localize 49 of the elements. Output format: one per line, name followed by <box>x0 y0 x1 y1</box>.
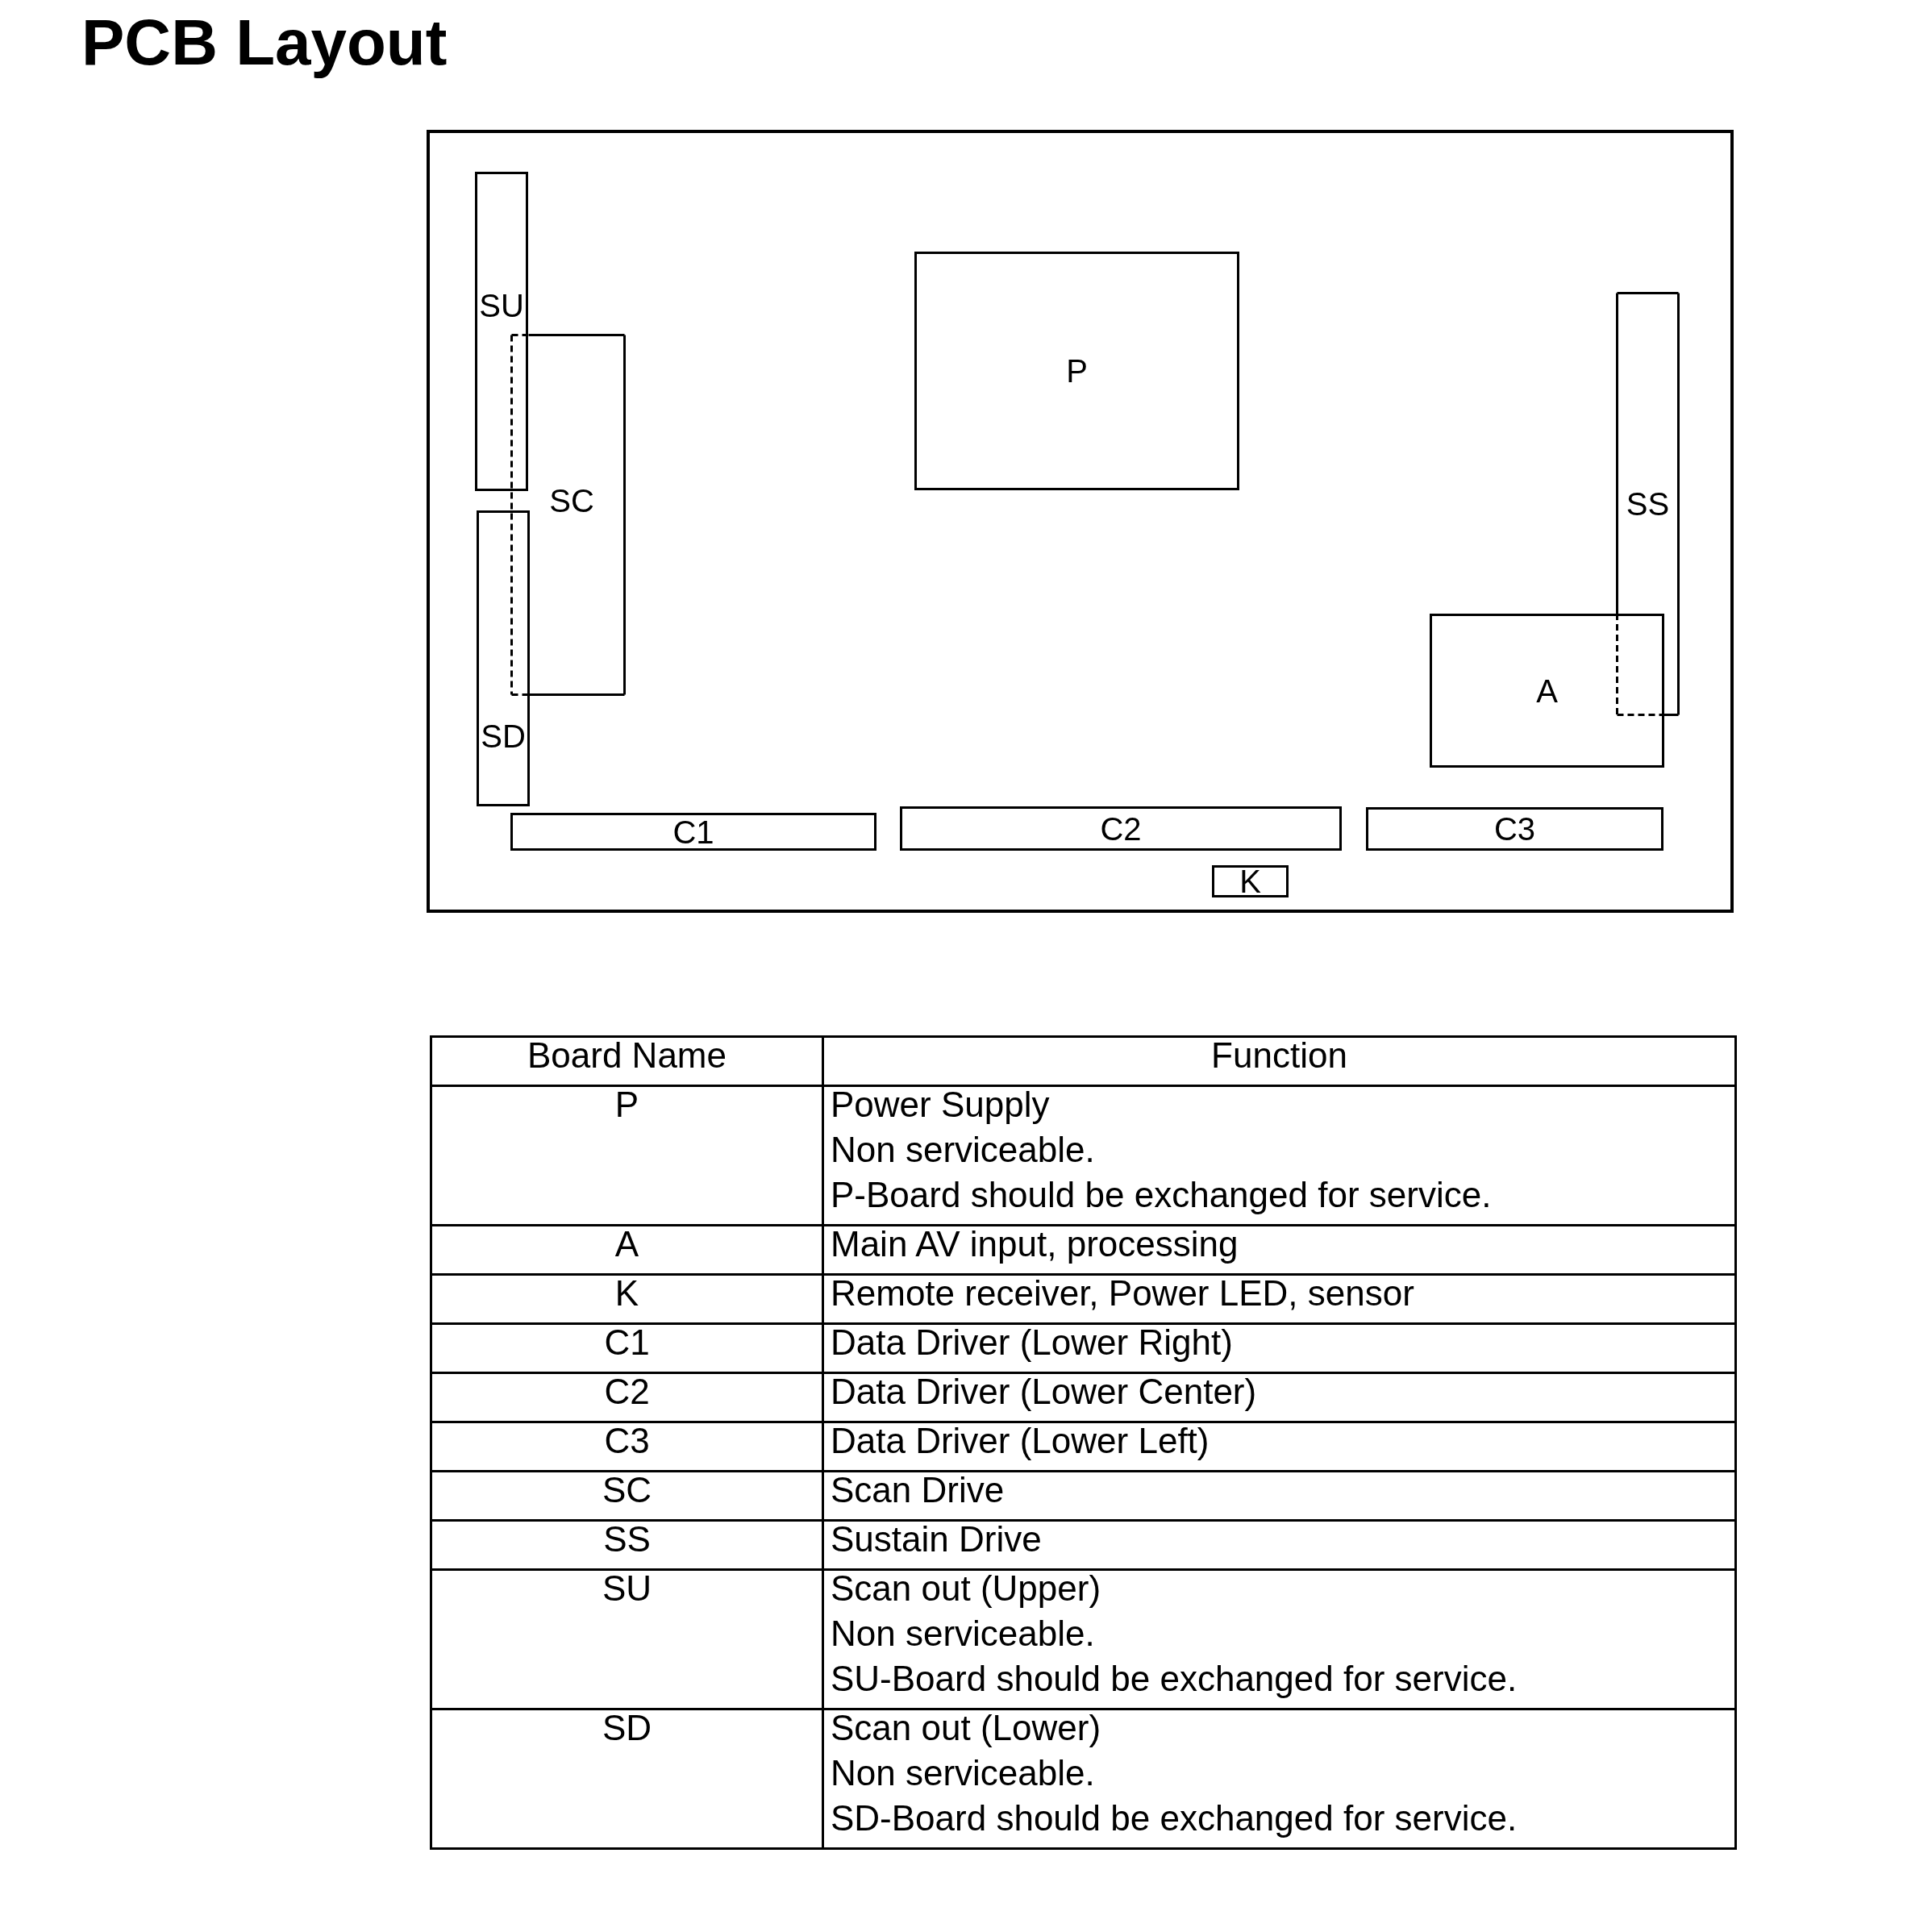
board-code: SC <box>602 1470 652 1510</box>
board-label: C3 <box>1493 816 1536 842</box>
board-label: SD <box>481 723 526 749</box>
board-code: K <box>614 1273 639 1313</box>
function-text: Scan out (Lower) <box>831 1707 1101 1749</box>
board-label: P <box>1066 358 1088 384</box>
board-code: SD <box>602 1708 652 1747</box>
board-label: C1 <box>672 818 714 845</box>
circuit-board <box>475 172 528 491</box>
board-code: SS <box>603 1519 651 1559</box>
board-label: K <box>1239 868 1261 894</box>
circuit-board <box>900 806 1342 851</box>
function-text: Remote receiver, Power LED, sensor <box>831 1272 1414 1314</box>
board-code: P <box>614 1085 639 1124</box>
circuit-board <box>1430 614 1664 768</box>
function-text: Data Driver (Lower Right) <box>831 1322 1233 1364</box>
panel-frame <box>427 130 1734 913</box>
function-text: Scan out (Upper) <box>831 1568 1101 1609</box>
function-text: P-Board should be exchanged for service. <box>831 1174 1492 1216</box>
function-text: Power Supply <box>831 1084 1050 1126</box>
circuit-board <box>1366 807 1663 851</box>
board-code: C2 <box>604 1372 650 1411</box>
board-code: C1 <box>604 1322 650 1362</box>
function-text: Scan Drive <box>831 1469 1005 1511</box>
column-header: Board Name <box>527 1035 727 1075</box>
function-text: Non serviceable. <box>831 1752 1095 1794</box>
function-text: Non serviceable. <box>831 1613 1095 1655</box>
function-text: Main AV input, processing <box>831 1223 1239 1265</box>
column-header: Function <box>1211 1035 1347 1076</box>
circuit-board <box>477 510 530 806</box>
circuit-board <box>1212 865 1289 897</box>
board-label: A <box>1536 677 1558 704</box>
board-label: SC <box>549 488 594 514</box>
board-label: C2 <box>1100 815 1142 842</box>
circuit-board <box>914 252 1239 490</box>
function-text: Data Driver (Lower Center) <box>831 1371 1257 1413</box>
function-text: Non serviceable. <box>831 1129 1095 1171</box>
board-label: SS <box>1626 491 1670 517</box>
function-text: Data Driver (Lower Left) <box>831 1420 1210 1462</box>
circuit-board <box>1616 292 1680 716</box>
board-label: SU <box>479 293 524 319</box>
circuit-board <box>510 813 876 851</box>
board-code: C3 <box>604 1421 650 1460</box>
function-text: SU-Board should be exchanged for service. <box>831 1658 1518 1700</box>
function-text: SD-Board should be exchanged for service. <box>831 1797 1518 1839</box>
circuit-board <box>510 334 626 696</box>
board-code: A <box>614 1224 639 1264</box>
function-text: Sustain Drive <box>831 1518 1042 1560</box>
board-code: SU <box>602 1568 652 1608</box>
